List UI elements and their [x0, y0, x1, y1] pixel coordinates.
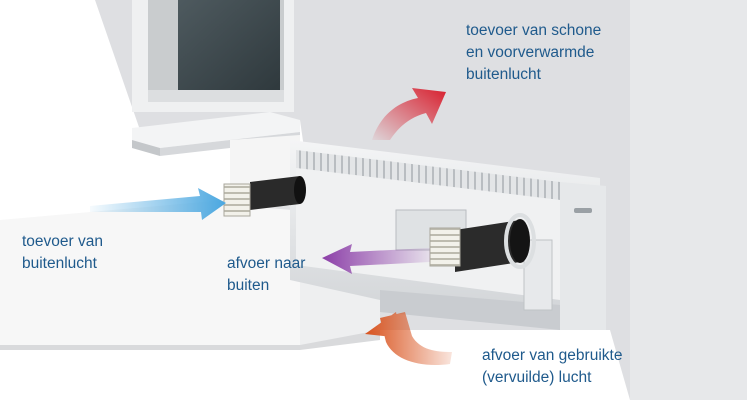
exhaust-outside-arrow: [322, 244, 430, 274]
fresh-air-arrow: [90, 188, 226, 220]
label-exhaust-outside: afvoer naar buiten: [227, 253, 305, 297]
label-line: afvoer van gebruikte: [482, 347, 623, 364]
outdoor-grille-lower: [429, 227, 461, 267]
grilles: [223, 183, 461, 267]
label-line: buitenlucht: [22, 255, 97, 272]
label-line: en voorverwarmde: [466, 44, 595, 61]
outdoor-grille-upper: [223, 183, 251, 217]
label-exhaust-used-air: afvoer van gebruikte (vervuilde) lucht: [482, 345, 622, 389]
label-line: toevoer van schone: [466, 22, 602, 39]
label-supply-outside-air: toevoer van buitenlucht: [22, 231, 103, 275]
label-line: (vervuilde) lucht: [482, 369, 592, 386]
window: [132, 0, 300, 156]
label-supply-clean-air: toevoer van schone en voorverwarmde buit…: [466, 20, 601, 86]
label-line: toevoer van: [22, 233, 103, 250]
label-line: afvoer naar: [227, 255, 306, 272]
label-line: buitenlucht: [466, 66, 541, 83]
used-air-arrow: [365, 312, 452, 366]
ducts: [250, 176, 536, 272]
arrows: [90, 88, 452, 366]
label-line: buiten: [227, 277, 270, 294]
heated-air-arrow: [372, 88, 446, 140]
